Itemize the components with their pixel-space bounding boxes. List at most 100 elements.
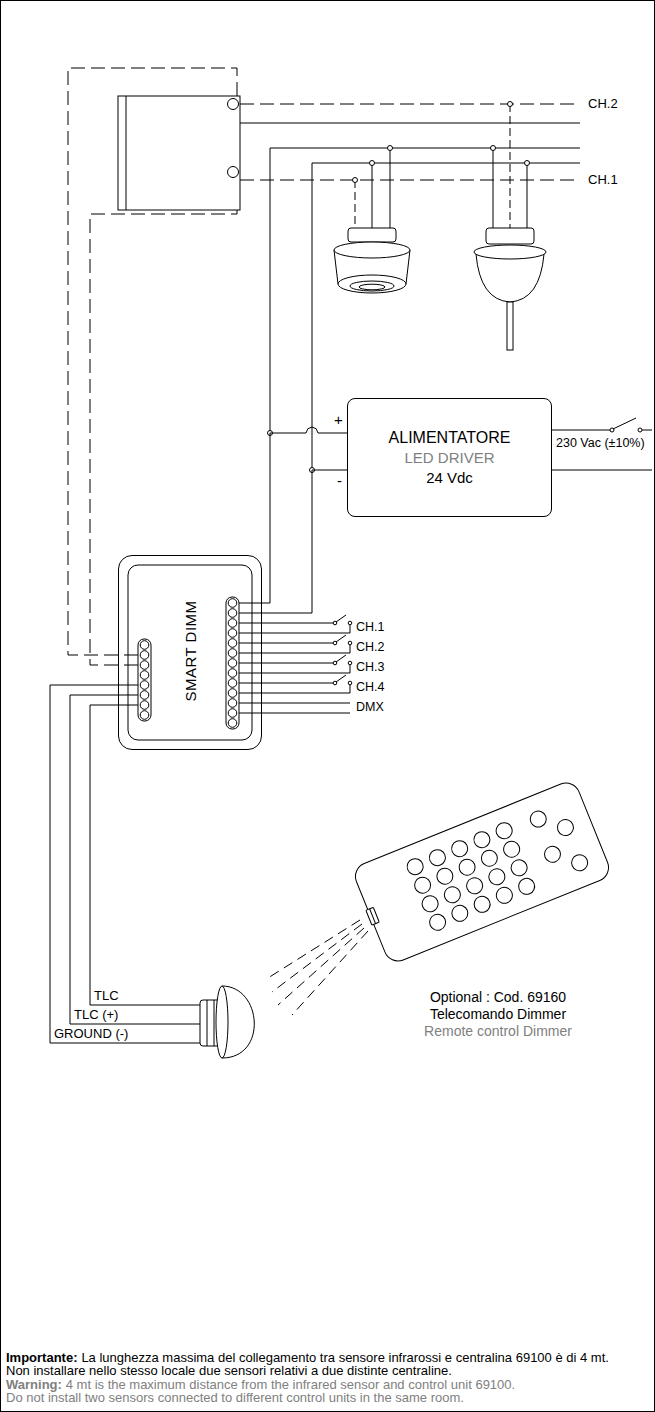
terminal-block — [228, 689, 237, 698]
pendant-lamp — [507, 302, 513, 350]
pendant-lamp — [474, 228, 546, 350]
signal-label: DMX — [356, 700, 384, 715]
channel-switch — [239, 663, 333, 664]
mains-wire — [613, 418, 636, 429]
remote-control — [449, 838, 470, 859]
remote-control — [569, 852, 590, 873]
controller-box: SMART DIMM — [118, 555, 262, 750]
track-wire — [270, 148, 580, 433]
note-paragraph: Non installare nello stesso locale due s… — [6, 1364, 649, 1378]
terminal-block — [228, 599, 237, 608]
polarity-sign: + — [333, 411, 344, 429]
mains-wire — [638, 428, 642, 432]
polarity-sign: - — [336, 472, 343, 490]
remote-control — [457, 857, 478, 878]
junction-dot — [388, 146, 393, 151]
channel-switch — [239, 625, 350, 633]
downlight-lamp — [348, 228, 396, 242]
infrared-beam — [268, 920, 368, 1015]
terminal-block — [228, 659, 237, 668]
track-wire — [312, 163, 580, 470]
channel-label: CH.2 — [588, 96, 618, 111]
terminal-block — [138, 639, 151, 721]
junction-dot — [491, 146, 496, 151]
infrared-beam — [272, 924, 362, 992]
remote-control — [427, 912, 448, 933]
remote-control — [370, 909, 376, 924]
channel-switch — [239, 713, 350, 714]
infrared-sensor — [214, 1000, 215, 1046]
remote-control — [366, 907, 379, 925]
note-heading: Importante: — [6, 1350, 78, 1365]
channel-label: CH.2 — [356, 640, 384, 655]
channel-label: CH.1 — [588, 172, 618, 187]
remote-control — [509, 857, 530, 878]
power-wire — [262, 427, 347, 603]
track-wire — [527, 163, 528, 228]
device-subtitle: LED DRIVER — [404, 449, 494, 467]
remote-control — [528, 809, 549, 830]
terminal-block — [228, 609, 237, 618]
downlight-lamp — [334, 242, 410, 258]
channel-label: CH.4 — [356, 680, 384, 695]
remote-control — [555, 817, 576, 838]
channel-switch — [239, 643, 333, 644]
terminal-block — [140, 671, 149, 680]
downlight-lamp — [334, 228, 410, 293]
mains-wire — [642, 430, 652, 431]
internal-wire — [239, 603, 262, 613]
remote-control — [442, 884, 463, 905]
light-track — [228, 167, 239, 178]
remote-control — [405, 856, 426, 877]
option-code: Optional : Cod. 69160 — [430, 990, 566, 1005]
channel-switch — [239, 645, 350, 653]
pendant-lamp — [474, 245, 546, 259]
channel-switch — [348, 641, 352, 645]
track-wire — [355, 180, 356, 228]
track-wire — [510, 104, 511, 228]
terminal-block — [138, 597, 239, 729]
infrared-sensor — [216, 986, 228, 1058]
channel-switch — [348, 661, 352, 665]
downlight-lamp — [359, 284, 385, 290]
remote-control — [427, 847, 448, 868]
channel-switch — [239, 615, 352, 713]
light-track — [118, 96, 240, 210]
track-wire — [240, 123, 580, 124]
infrared-sensor — [200, 986, 254, 1058]
note-text: Non installare nello stesso locale due s… — [6, 1363, 452, 1378]
channel-label: CH.3 — [356, 660, 384, 675]
sensor-wire — [70, 695, 200, 1024]
infrared-beam — [292, 931, 368, 1015]
power-wire — [262, 470, 347, 613]
voltage-rating: 24 Vdc — [426, 469, 473, 487]
remote-control — [501, 839, 522, 860]
notes-block: Importante:La lunghezza massima del coll… — [6, 1351, 649, 1405]
remote-control — [412, 875, 433, 896]
remote-control — [542, 844, 563, 865]
note-text: La lunghezza massima del collegamento tr… — [81, 1350, 609, 1365]
channel-switch — [239, 683, 333, 684]
remote-control — [494, 885, 515, 906]
terminal-block — [226, 597, 239, 729]
light-track — [126, 96, 127, 210]
light-track — [118, 96, 240, 210]
terminal-block — [140, 651, 149, 660]
junction-dot — [353, 178, 358, 183]
channel-switch — [348, 621, 352, 625]
channel-switch — [239, 685, 350, 693]
note-heading: Warning: — [6, 1377, 62, 1392]
pin-name: GROUND (-) — [54, 1026, 128, 1041]
terminal-block — [228, 639, 237, 648]
mains-wire — [552, 470, 652, 471]
channel-switch — [239, 623, 333, 624]
remote-control — [449, 903, 470, 924]
sensor-wire — [50, 685, 200, 1043]
pendant-lamp — [476, 254, 544, 302]
track-wire — [390, 148, 391, 228]
